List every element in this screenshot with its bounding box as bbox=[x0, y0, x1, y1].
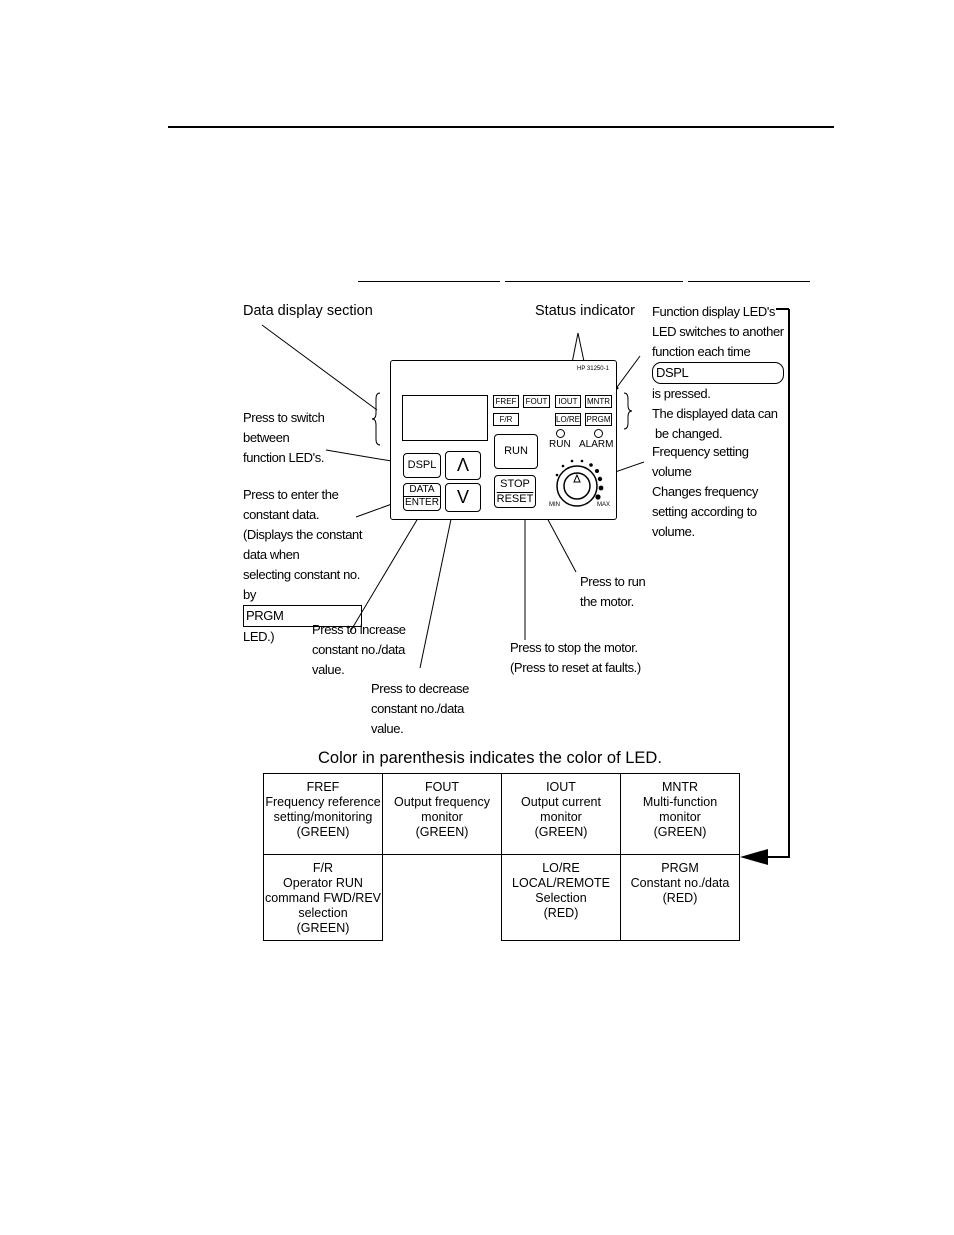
alarm-indicator-label: ALARM bbox=[579, 439, 614, 450]
data-key-label: DATA bbox=[404, 484, 440, 497]
frequency-dial[interactable] bbox=[543, 455, 613, 517]
stop-reset-button[interactable]: STOP RESET bbox=[494, 475, 536, 508]
dspl-button[interactable]: DSPL bbox=[403, 453, 441, 478]
dspl-key-ref: DSPL bbox=[652, 362, 784, 384]
decrease-label: Press to decrease constant no./data valu… bbox=[371, 681, 469, 736]
table-row: F/R Operator RUN command FWD/REV selecti… bbox=[263, 854, 740, 941]
run-indicator-label: RUN bbox=[549, 439, 571, 450]
run-indicator-lamp bbox=[556, 429, 565, 438]
table-cell-iout: IOUT Output current monitor (GREEN) bbox=[501, 773, 621, 855]
stop-key-label: STOP bbox=[500, 478, 530, 490]
panel-model: HP 31250-1 bbox=[577, 366, 609, 372]
increase-label: Press to increase constant no./data valu… bbox=[312, 622, 406, 677]
table-row: FREF Frequency reference setting/monitor… bbox=[263, 773, 740, 855]
function-display-label: Function display LED's LED switches to a… bbox=[652, 304, 784, 441]
operator-panel: HP 31250-1 FREF FOUT IOUT MNTR F/R LO/RE… bbox=[390, 360, 617, 520]
table-cell-fr: F/R Operator RUN command FWD/REV selecti… bbox=[263, 854, 383, 941]
freq-volume-label: Frequency setting volume Changes frequen… bbox=[652, 444, 758, 539]
header-rule bbox=[168, 126, 834, 128]
figure-top-rule-1 bbox=[358, 281, 500, 282]
run-button[interactable]: RUN bbox=[494, 434, 538, 469]
led-iout: IOUT bbox=[555, 395, 581, 408]
data-display-window bbox=[402, 395, 488, 441]
led-table: FREF Frequency reference setting/monitor… bbox=[263, 773, 740, 941]
figure-top-rule-2 bbox=[505, 281, 683, 282]
table-cell-mntr: MNTR Multi-function monitor (GREEN) bbox=[620, 773, 740, 855]
table-cell-prgm: PRGM Constant no./data (RED) bbox=[620, 854, 740, 941]
led-prgm: PRGM bbox=[585, 413, 612, 426]
dial-min-label: MIN bbox=[549, 502, 560, 508]
table-cell-empty bbox=[382, 854, 502, 941]
data-display-label: Data display section bbox=[243, 303, 373, 319]
table-cell-fref: FREF Frequency reference setting/monitor… bbox=[263, 773, 383, 855]
data-enter-button[interactable]: DATA ENTER bbox=[403, 483, 441, 511]
up-button[interactable]: Λ bbox=[445, 451, 481, 480]
led-fr: F/R bbox=[493, 413, 519, 426]
run-label: Press to run the motor. bbox=[580, 574, 646, 609]
table-cell-lore: LO/RE LOCAL/REMOTE Selection (RED) bbox=[501, 854, 621, 941]
led-lore: LO/RE bbox=[555, 413, 581, 426]
reset-key-label: RESET bbox=[496, 493, 534, 505]
led-fout: FOUT bbox=[523, 395, 550, 408]
dial-max-label: MAX bbox=[597, 502, 611, 508]
alarm-indicator-lamp bbox=[594, 429, 603, 438]
switch-label: Press to switch between function LED's. bbox=[243, 410, 325, 465]
stop-label: Press to stop the motor. (Press to reset… bbox=[510, 640, 641, 675]
led-fref: FREF bbox=[493, 395, 519, 408]
led-mntr: MNTR bbox=[585, 395, 612, 408]
figure-top-rule-3 bbox=[688, 281, 810, 282]
enter-key-label: ENTER bbox=[405, 497, 439, 508]
table-caption: Color in parenthesis indicates the color… bbox=[318, 749, 662, 767]
down-button[interactable]: V bbox=[445, 483, 481, 512]
table-cell-fout: FOUT Output frequency monitor (GREEN) bbox=[382, 773, 502, 855]
enter-label: Press to enter the constant data. (Displ… bbox=[243, 487, 363, 644]
status-indicator-label: Status indicator bbox=[535, 303, 635, 319]
